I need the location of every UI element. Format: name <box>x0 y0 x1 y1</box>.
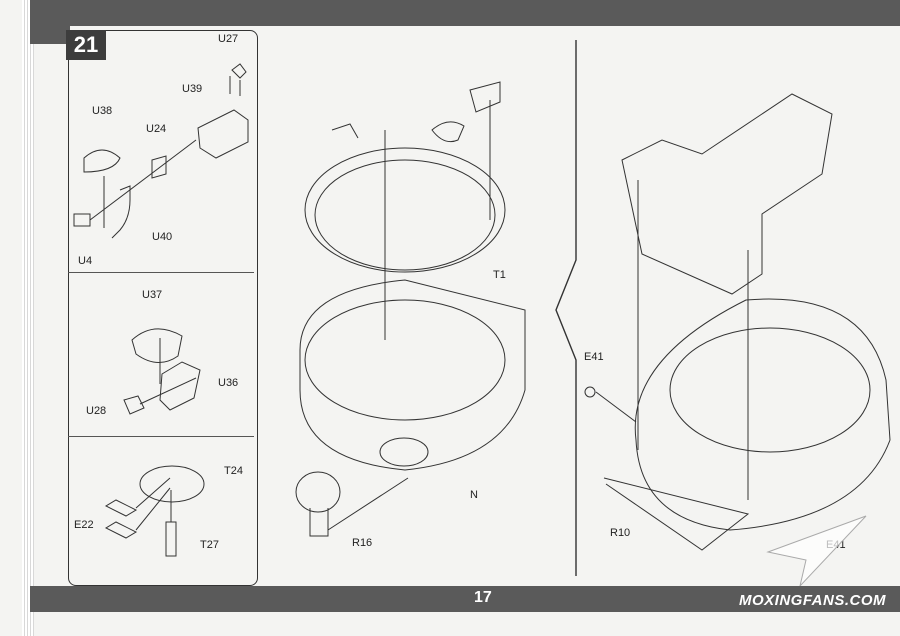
part-u36 <box>159 361 201 411</box>
label-u28: U28 <box>86 405 106 417</box>
part-u37 <box>131 328 183 363</box>
hatch <box>379 437 429 467</box>
part-u4 <box>73 213 91 227</box>
label-t27: T27 <box>200 539 219 551</box>
label-u37: U37 <box>142 289 162 301</box>
label-t1: T1 <box>493 269 506 281</box>
label-e22: E22 <box>74 519 94 531</box>
part-u28 <box>123 395 145 415</box>
label-u38: U38 <box>92 105 112 117</box>
page-edge <box>22 0 34 636</box>
label-u39: U39 <box>182 83 202 95</box>
label-r10: R10 <box>610 527 630 539</box>
ring-t1 <box>304 147 506 273</box>
part-u38 <box>83 149 121 173</box>
turret-basket <box>634 298 891 531</box>
panel-divider <box>68 436 254 437</box>
label-n: N <box>470 489 478 501</box>
part-e22 <box>104 499 138 539</box>
sub-assembly-panel <box>68 30 258 586</box>
panel-divider <box>68 272 254 273</box>
part-u27 <box>229 63 247 96</box>
label-t24: T24 <box>224 465 243 477</box>
label-u27: U27 <box>218 33 238 45</box>
part-u39 <box>197 109 249 159</box>
page-number: 17 <box>474 589 492 606</box>
label-u36: U36 <box>218 377 238 389</box>
step-number: 21 <box>66 30 106 60</box>
label-e41: E41 <box>584 351 604 363</box>
part-e41 <box>584 386 596 398</box>
hull-n <box>299 279 526 471</box>
part-u40 <box>111 185 131 239</box>
part-r10 <box>603 477 750 551</box>
left-tab <box>30 26 70 44</box>
top-band <box>30 0 900 26</box>
part-t24 <box>139 465 205 503</box>
part-t27 <box>165 521 177 557</box>
watermark-logo <box>766 515 867 588</box>
part-u24 <box>151 155 167 179</box>
split-bracket <box>555 40 577 576</box>
turret-internals <box>621 93 833 295</box>
label-u24: U24 <box>146 123 166 135</box>
watermark-text: MOXINGFANS.COM <box>738 592 886 609</box>
label-u4: U4 <box>78 255 92 267</box>
label-r16: R16 <box>352 537 372 549</box>
part-r16 <box>295 471 341 513</box>
bottom-band <box>30 586 900 612</box>
label-u40: U40 <box>152 231 172 243</box>
